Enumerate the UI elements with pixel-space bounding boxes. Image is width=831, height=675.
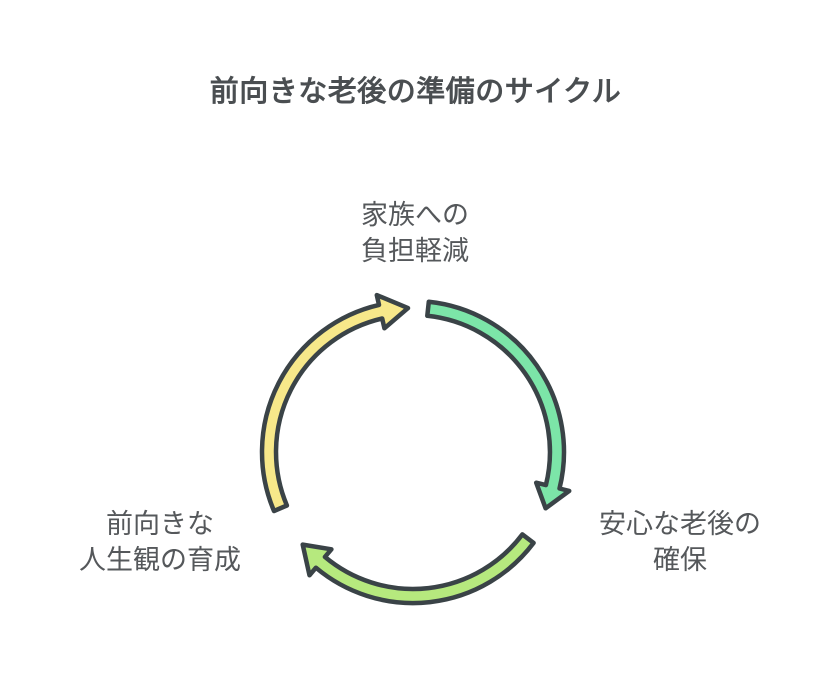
arrow-top-to-right	[425, 299, 572, 511]
node-label-line: 安心な老後の	[599, 509, 761, 539]
arrow-right-to-left	[300, 532, 536, 606]
node-label-secure-old-age: 安心な老後の 確保	[555, 506, 805, 578]
node-label-line: 前向きな	[106, 509, 214, 539]
node-label-line: 人生観の育成	[79, 545, 241, 575]
node-label-line: 負担軽減	[361, 236, 469, 266]
node-label-line: 確保	[653, 545, 707, 575]
node-label-family-burden: 家族への 負担軽減	[265, 197, 565, 269]
arrow-left-to-top	[259, 292, 411, 514]
node-label-positive-outlook: 前向きな 人生観の育成	[35, 506, 285, 578]
node-label-line: 家族への	[361, 200, 469, 230]
diagram-title: 前向きな老後の準備のサイクル	[209, 76, 622, 108]
